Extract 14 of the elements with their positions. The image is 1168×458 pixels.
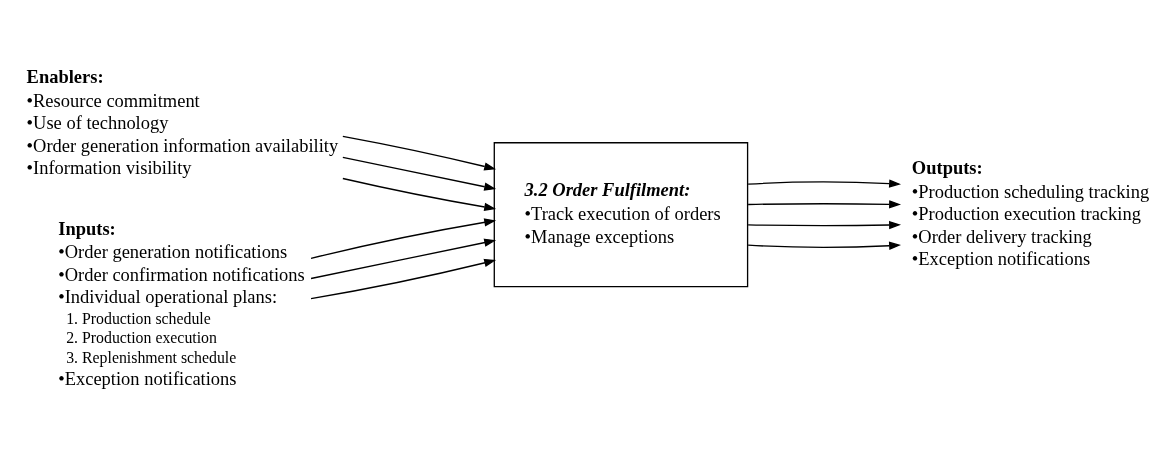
node-text: Outputs: •Production scheduling tracking •Production execution tracking •Order delivery tracking •Exception notifications <box>911 157 1150 269</box>
arrow <box>310 217 497 259</box>
arrow <box>747 178 901 188</box>
arrow <box>747 199 901 208</box>
arrow <box>310 238 497 279</box>
arrow <box>342 177 497 211</box>
arrow <box>342 156 497 191</box>
arrow <box>747 220 901 229</box>
node-text: Enablers: •Resource commitment •Use of technology •Order generation information availability •Information visibility <box>26 66 339 178</box>
arrow <box>310 258 497 299</box>
node-box: 3.2 Order Fulfilment: •Track execution of orders •Manage exceptions <box>493 141 749 287</box>
arrow <box>747 241 901 250</box>
node-text: Inputs: •Order generation notifications •Order confirmation notifications •Individual operational plans: 1. Production schedule 2. Production execution 3. Replenishment schedule •Exception notifications <box>58 218 305 389</box>
arrow <box>342 135 497 170</box>
